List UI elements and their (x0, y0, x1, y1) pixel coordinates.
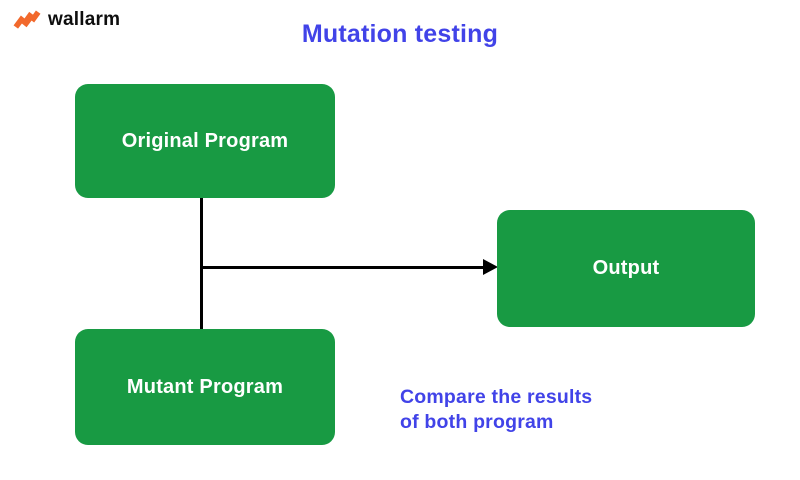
connector-original-to-mutant (200, 198, 203, 329)
node-output-label: Output (592, 257, 660, 279)
connector-to-output-line (200, 266, 484, 269)
wallarm-logo: wallarm (13, 9, 120, 31)
node-mutant-program: Mutant Program (75, 329, 335, 445)
page-title: Mutation testing (301, 20, 499, 48)
arrowhead-icon (483, 259, 498, 275)
node-output: Output (497, 210, 755, 327)
compare-annotation-line2: of both program (400, 411, 554, 433)
wallarm-logo-text: wallarm (48, 9, 121, 30)
wallarm-flag-icon (13, 9, 41, 31)
node-mutant-program-label: Mutant Program (126, 375, 284, 398)
node-original-program-label: Original Program (121, 129, 289, 152)
compare-annotation-line1: Compare the results (400, 386, 593, 408)
compare-annotation: Compare the results of both program (400, 385, 592, 435)
node-original-program: Original Program (75, 84, 335, 198)
